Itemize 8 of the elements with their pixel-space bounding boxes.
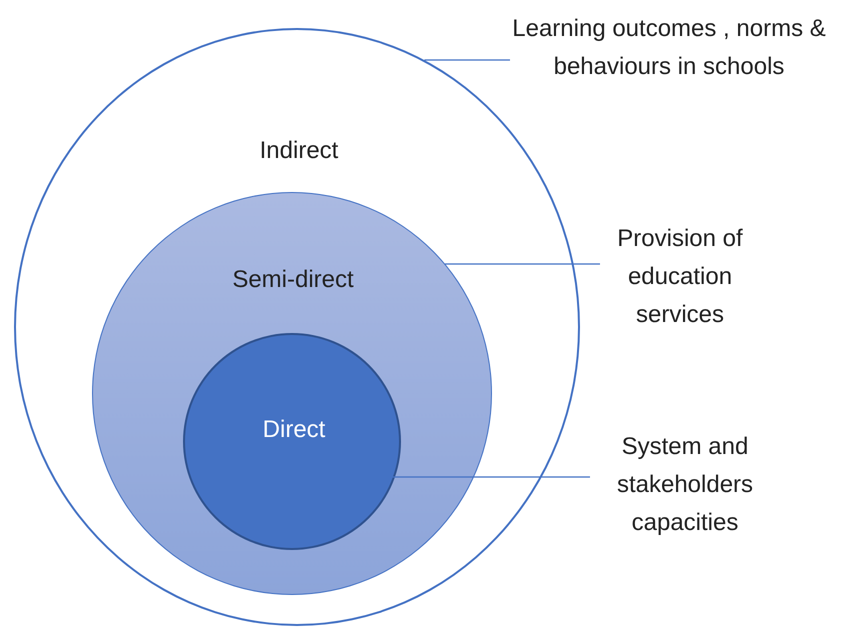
callout-text: Provision of education services bbox=[600, 220, 760, 336]
leader-line bbox=[424, 59, 510, 61]
circle-label: Direct bbox=[262, 415, 326, 445]
circle-label: Semi-direct bbox=[231, 265, 355, 295]
callout-text: Learning outcomes , norms & behaviours in schools bbox=[510, 10, 828, 90]
circle-label: Indirect bbox=[258, 136, 340, 166]
callout-text: System and stakeholders capacities bbox=[590, 428, 780, 544]
leader-line bbox=[444, 263, 600, 265]
